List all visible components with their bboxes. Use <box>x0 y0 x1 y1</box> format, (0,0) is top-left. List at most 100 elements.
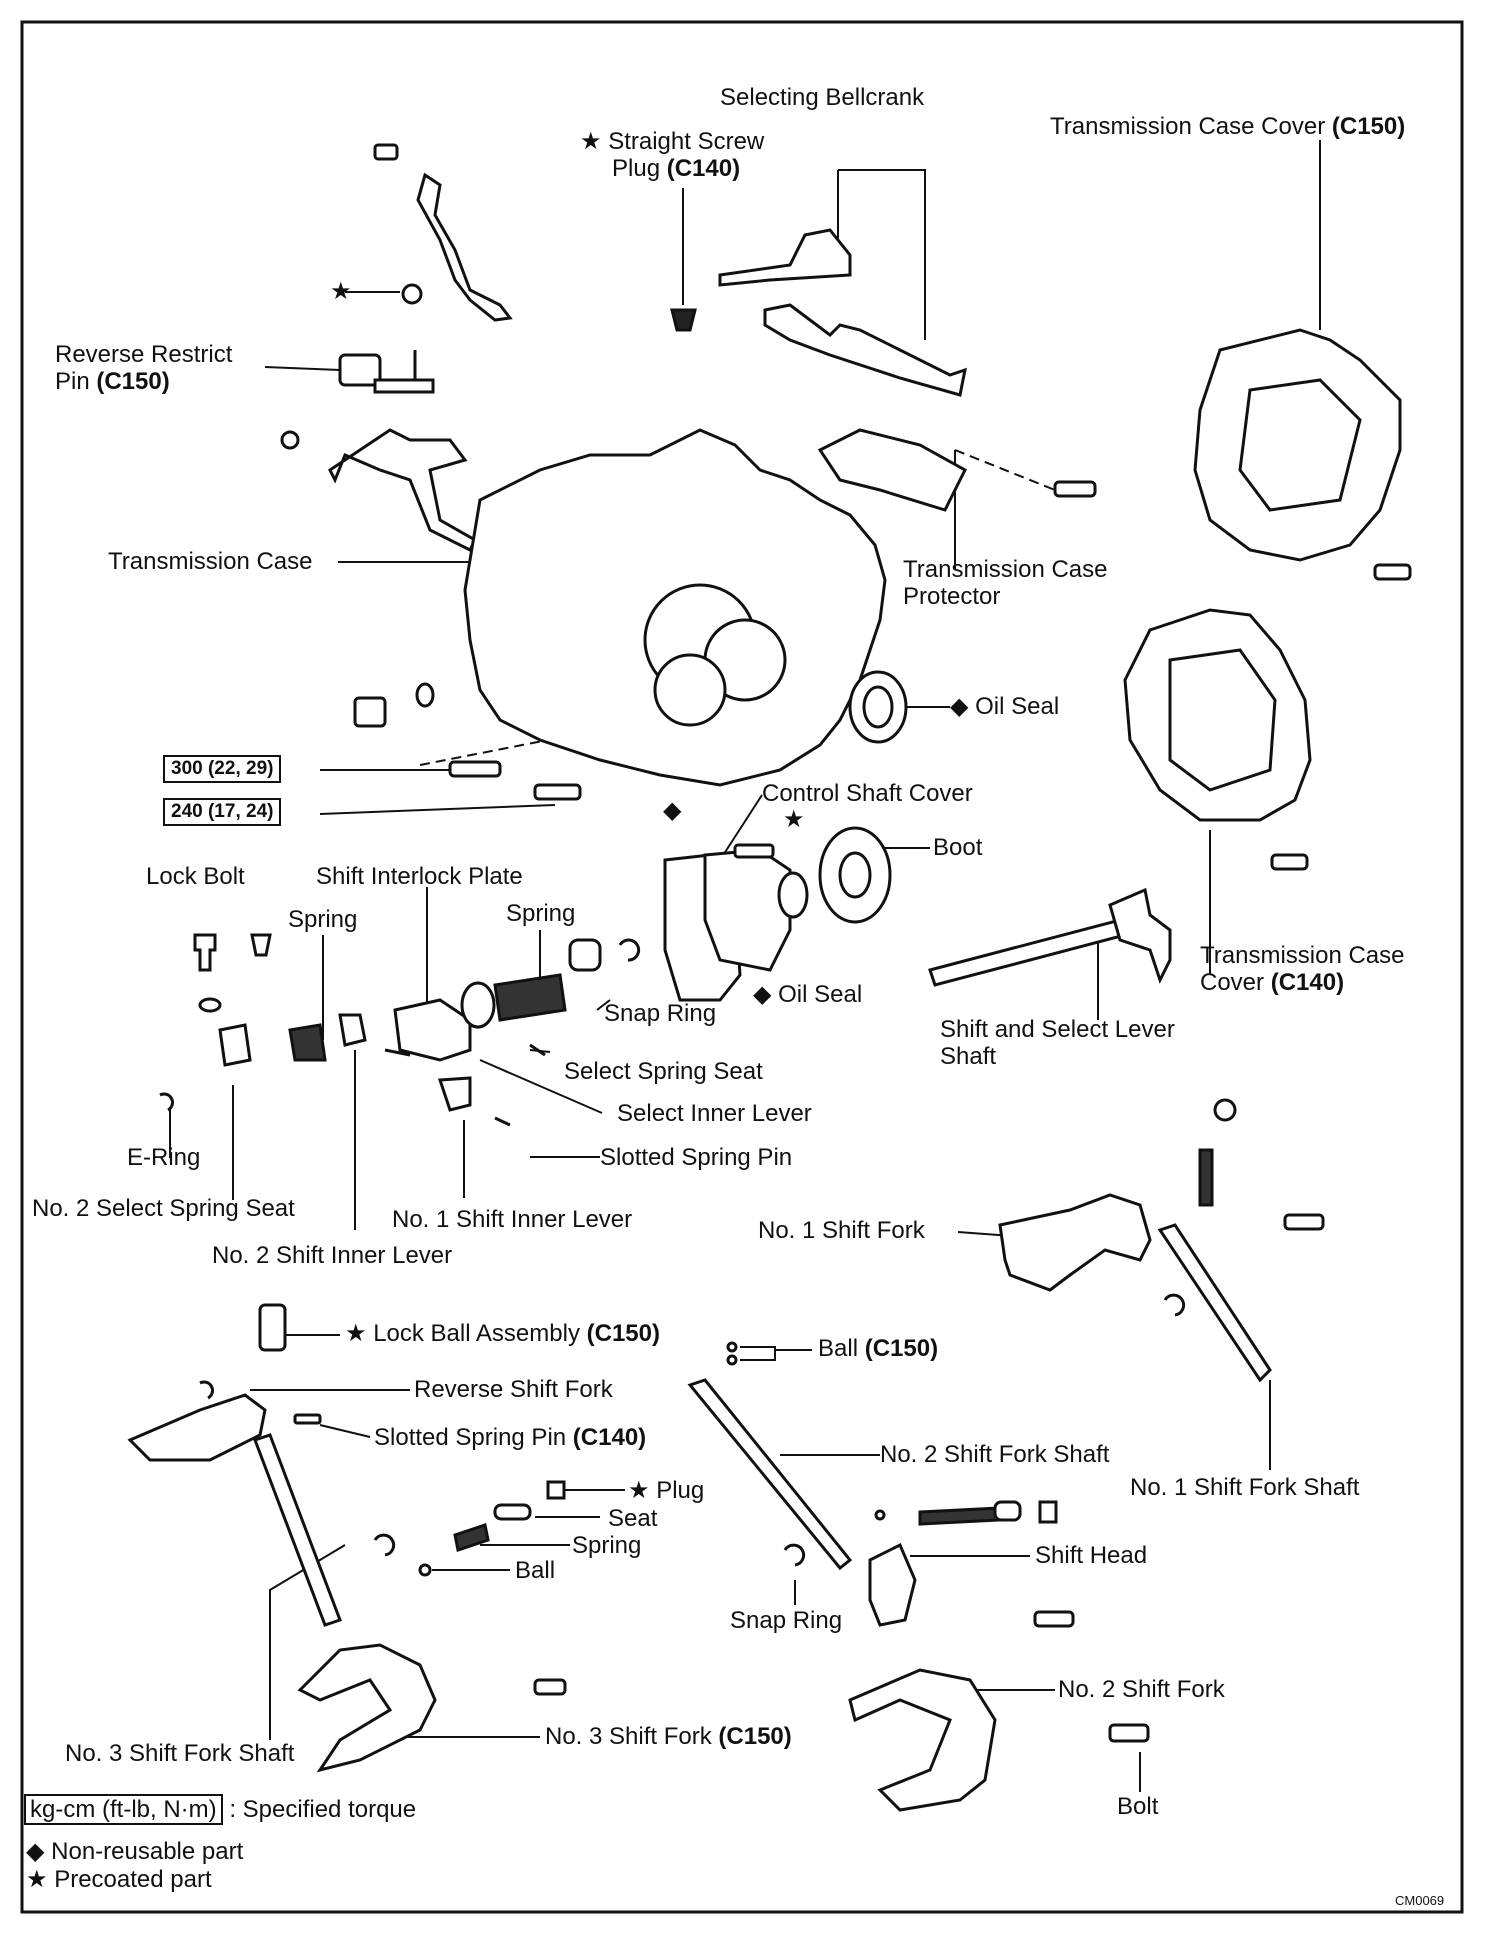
bolt-top <box>373 143 399 161</box>
shift-select-lever-shaft <box>928 918 1127 987</box>
fork-bolt-3 <box>533 1678 567 1696</box>
bellcrank-plate <box>763 303 967 397</box>
spring-part <box>453 1523 490 1552</box>
legend-nonreusable: ◆ Non-reusable part <box>26 1838 243 1865</box>
label-oil-seal-right-text: Oil Seal <box>975 693 1060 720</box>
reverse-restrict-pin <box>338 353 382 387</box>
label-case-protector: Transmission Case <box>903 556 1108 583</box>
label-spring-left: Spring <box>288 906 358 933</box>
star-bolt-label: ★ <box>330 278 352 305</box>
star-control-bolt: ★ <box>783 806 805 833</box>
label-plug-word: Plug <box>612 155 661 182</box>
drain-plug <box>353 696 387 728</box>
control-shaft-cover <box>703 848 792 972</box>
label-straight-screw-line1: Straight Screw <box>608 128 765 155</box>
label-ball-c150: Ball (C150) <box>818 1335 938 1362</box>
code-c150-pin: (C150) <box>96 368 170 395</box>
legend-diamond: ◆ <box>26 1838 45 1865</box>
no1-shift-inner-lever <box>437 1076 472 1112</box>
selecting-bellcrank <box>718 228 852 287</box>
label-spring-mid: Spring <box>506 900 576 927</box>
figure-code: CM0069 <box>1395 1893 1445 1908</box>
label-case-protector-2: Protector <box>903 583 1001 610</box>
label-lock-bolt: Lock Bolt <box>146 863 245 890</box>
legend-precoated-text: Precoated part <box>54 1866 212 1893</box>
label-snap-ring-bottom: Snap Ring <box>730 1607 843 1634</box>
snap-ring-top <box>618 938 641 962</box>
bolt-fork-2 <box>1108 1723 1150 1743</box>
torque-bolt-300 <box>448 760 502 778</box>
label-e-ring: E-Ring <box>127 1144 201 1171</box>
label-oil-seal-mid-text: Oil Seal <box>778 981 863 1008</box>
reverse-shift-fork <box>127 1393 267 1462</box>
label-no2-shift-fork: No. 2 Shift Fork <box>1058 1676 1225 1703</box>
label-control-shaft-cover: Control Shaft Cover <box>762 780 973 807</box>
label-shift-head: Shift Head <box>1035 1542 1148 1569</box>
legend-precoated: ★ Precoated part <box>26 1866 212 1893</box>
oil-seal-mid <box>777 871 809 919</box>
spring-mid <box>493 973 567 1022</box>
label-shift-select-lever: Shift and Select Lever <box>940 1016 1175 1043</box>
label-case-cover-c140: Transmission Case <box>1200 942 1405 969</box>
label-ball-text: Ball <box>818 1335 859 1362</box>
legend-torque-box: kg-cm (ft-lb, N·m) <box>24 1794 223 1825</box>
shift-lever-left <box>328 428 477 553</box>
label-reverse-shift-fork: Reverse Shift Fork <box>414 1376 613 1403</box>
code-c140-pin: (C140) <box>572 1424 647 1451</box>
ball-part <box>418 1563 432 1577</box>
no3-shift-fork <box>297 1643 437 1773</box>
no2-shift-fork-shaft <box>687 1378 853 1571</box>
label-lock-ball-text: Lock Ball Assembly <box>373 1320 580 1347</box>
shift-lever-top <box>416 172 513 322</box>
label-oil-seal-right: ◆ Oil Seal <box>950 693 1059 720</box>
diamond-gasket: ◆ <box>663 797 682 824</box>
plug-part <box>546 1480 566 1500</box>
code-c150-ball: (C150) <box>864 1335 939 1362</box>
label-transmission-case: Transmission Case <box>108 548 313 575</box>
lock-ball-assembly <box>258 1303 287 1352</box>
no2-shift-fork <box>848 1668 997 1812</box>
label-shift-select-lever-2: Shaft <box>940 1043 997 1070</box>
legend-nonreusable-text: Non-reusable part <box>51 1838 244 1865</box>
code-c140-plug: (C140) <box>666 155 741 182</box>
code-c150-no3: (C150) <box>718 1723 792 1750</box>
part-drawings <box>127 143 1412 1812</box>
label-no1-shift-fork-shaft: No. 1 Shift Fork Shaft <box>1130 1474 1360 1501</box>
label-no3-shift-fork: No. 3 Shift Fork (C150) <box>545 1723 792 1750</box>
label-ball-bottom: Ball <box>515 1557 556 1584</box>
label-reverse-restrict: Reverse Restrict <box>55 341 233 368</box>
label-shift-interlock-plate: Shift Interlock Plate <box>316 863 523 890</box>
torque-box-240: 240 (17, 24) <box>163 798 282 826</box>
label-case-cover-c150-text: Transmission Case Cover <box>1050 113 1326 140</box>
diamond-oil-seal-mid: ◆ <box>753 981 772 1008</box>
torque-box-300: 300 (22, 29) <box>163 755 282 783</box>
label-reverse-restrict-2: Pin (C150) <box>55 368 170 395</box>
no3-shift-fork-shaft <box>253 1433 342 1627</box>
seat-part <box>493 1503 532 1521</box>
case-bore-3 <box>653 653 727 727</box>
label-no3-shift-fork-shaft: No. 3 Shift Fork Shaft <box>65 1740 295 1767</box>
label-slotted-pin-text: Slotted Spring Pin <box>374 1424 567 1451</box>
label-snap-ring-top: Snap Ring <box>604 1000 717 1027</box>
label-no1-shift-inner-lever: No. 1 Shift Inner Lever <box>392 1206 633 1233</box>
label-seat: Seat <box>608 1505 658 1532</box>
label-case-cover-c140-2: Cover (C140) <box>1200 969 1344 996</box>
code-c150-cover: (C150) <box>1331 113 1406 140</box>
lock-bolt <box>193 933 217 972</box>
no1-shift-fork-shaft <box>1157 1223 1272 1383</box>
label-plug: ★ Plug <box>628 1477 704 1504</box>
shift-head <box>868 1542 917 1627</box>
small-bolt <box>250 933 272 957</box>
cover-bolt-top <box>1373 563 1412 581</box>
label-boot: Boot <box>933 834 983 861</box>
e-ring <box>159 1092 174 1112</box>
precoated-bolt-small <box>401 283 423 305</box>
case-protector <box>817 428 967 512</box>
label-no2-select-spring-seat: No. 2 Select Spring Seat <box>32 1195 295 1222</box>
leader-lines <box>169 140 1321 1792</box>
protector-bolt <box>1053 480 1097 498</box>
spring-left <box>288 1023 327 1062</box>
star-plug: ★ <box>628 1477 650 1504</box>
label-no2-shift-fork-shaft: No. 2 Shift Fork Shaft <box>880 1441 1110 1468</box>
